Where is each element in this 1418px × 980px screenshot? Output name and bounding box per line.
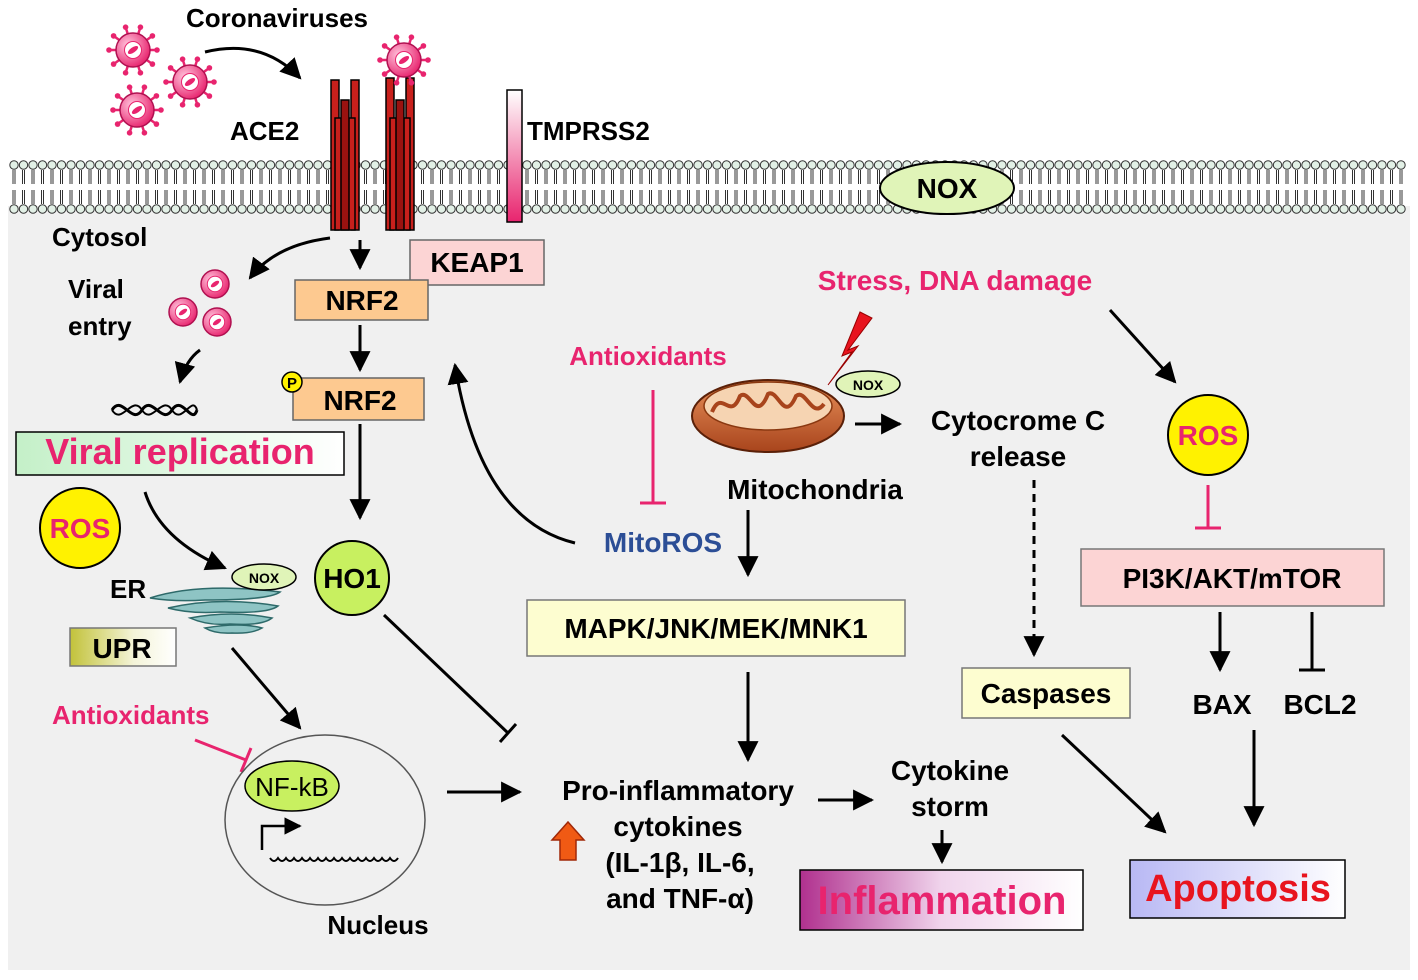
entering-virions [168, 269, 232, 337]
viral-replication-label: Viral replication [45, 431, 314, 472]
increase-arrow-icon [550, 820, 586, 861]
ho1-circle [314, 540, 390, 616]
stress-label: Stress, DNA damage [818, 265, 1092, 296]
ros-left-circle [39, 487, 121, 569]
nrf2-label: NRF2 [325, 285, 398, 316]
ho1-inhibit-bar [498, 723, 518, 743]
damage-lightning-icon [827, 311, 873, 386]
er-nox-label: NOX [249, 570, 280, 586]
bax-label: BAX [1192, 689, 1251, 720]
transcription-start-arrow [260, 817, 302, 850]
bcl2-label: BCL2 [1283, 689, 1356, 720]
proinfl-label-line3: (IL-1β, IL-6, [605, 847, 754, 878]
nfkb-ellipse [244, 760, 340, 812]
ros-right-circle [1167, 394, 1249, 476]
antioxidants-left-label: Antioxidants [52, 700, 209, 730]
keap1-label: KEAP1 [430, 247, 523, 278]
ace2-receptor-1 [330, 79, 360, 231]
apoptosis-label: Apoptosis [1145, 868, 1331, 910]
coronavirus-particles [106, 24, 431, 136]
proinfl-label-line2: cytokines [613, 811, 742, 842]
ace2-receptor-2 [385, 77, 415, 231]
proinfl-label-line1: Pro-inflammatory [562, 775, 794, 806]
coronaviruses-label: Coronaviruses [186, 3, 368, 33]
ho1-inhibit-line [382, 613, 510, 735]
mito-nox-label: NOX [853, 377, 884, 393]
cytosol-label: Cytosol [52, 222, 147, 252]
storm-label-line2: storm [911, 791, 989, 822]
dna-strand-icon [269, 856, 399, 862]
membrane-nox-label: NOX [917, 173, 978, 204]
ros-right-label: ROS [1178, 420, 1239, 451]
nucleus-ellipse [224, 734, 426, 906]
upr-box [69, 627, 177, 667]
mapk-label: MAPK/JNK/MEK/MNK1 [564, 613, 867, 644]
proinfl-label-line4: and TNF-α) [606, 883, 754, 914]
caspases-to-apoptosis-arrow [1060, 733, 1167, 834]
entry-label: entry [68, 311, 132, 341]
tmprss2-label: TMPRSS2 [527, 116, 650, 146]
apoptosis-box [1129, 859, 1346, 919]
mito-nox-ellipse [835, 370, 901, 398]
viral-rna-strand-icon [111, 404, 198, 416]
cytocrome-label-line2: release [970, 441, 1067, 472]
tmprss2-protein [506, 89, 523, 223]
antioxidants-mid-label: Antioxidants [569, 341, 726, 371]
er-nox-ellipse [231, 563, 297, 591]
nucleus-label: Nucleus [327, 910, 428, 940]
er-label: ER [110, 574, 146, 604]
cytocrome-label-line1: Cytocrome C [931, 405, 1105, 436]
mitoros-label: MitoROS [604, 527, 722, 558]
er-to-nucleus-arrow [230, 647, 302, 730]
keap1-box [409, 239, 545, 286]
ros-left-label: ROS [50, 513, 111, 544]
mapk-box [526, 599, 906, 657]
nfkb-label: NF-kB [255, 772, 329, 802]
inflammation-label: Inflammation [818, 879, 1067, 923]
pi3k-label: PI3K/AKT/mTOR [1123, 563, 1342, 594]
antioxidants-left-inhibit-bar [239, 747, 253, 773]
entry-to-rna-arrow [174, 348, 201, 385]
replication-to-er-arrow [143, 491, 227, 571]
inflammation-box [799, 869, 1084, 931]
mitoros-to-nrf2-arrow [447, 362, 576, 545]
caspases-box [961, 667, 1131, 719]
storm-label-line1: Cytokine [891, 755, 1009, 786]
mitochondria-icon [691, 379, 845, 453]
phosphate-badge-label: P [287, 375, 297, 392]
pi3k-box [1080, 548, 1385, 607]
nrf2-box [294, 279, 429, 321]
nrf2-p-box [292, 377, 425, 421]
ace2-to-entry-arrow [248, 236, 331, 280]
ho1-label: HO1 [323, 563, 381, 594]
upr-label: UPR [92, 633, 151, 664]
membrane-nox-ellipse [879, 161, 1015, 215]
caspases-label: Caspases [981, 678, 1112, 709]
nrf2-p-label: NRF2 [323, 385, 396, 416]
ace2-label: ACE2 [230, 116, 299, 146]
viral-label: Viral [68, 274, 124, 304]
mitochondria-label: Mitochondria [727, 474, 903, 505]
viral-replication-box [15, 431, 345, 476]
phosphate-badge [281, 371, 303, 393]
er-organelle-icon [149, 587, 282, 634]
antioxidants-left-inhibit [194, 738, 247, 762]
cell-membrane [8, 160, 1410, 214]
stress-to-ros-arrow [1108, 308, 1177, 384]
virus-to-ace2-arrow [204, 46, 302, 80]
